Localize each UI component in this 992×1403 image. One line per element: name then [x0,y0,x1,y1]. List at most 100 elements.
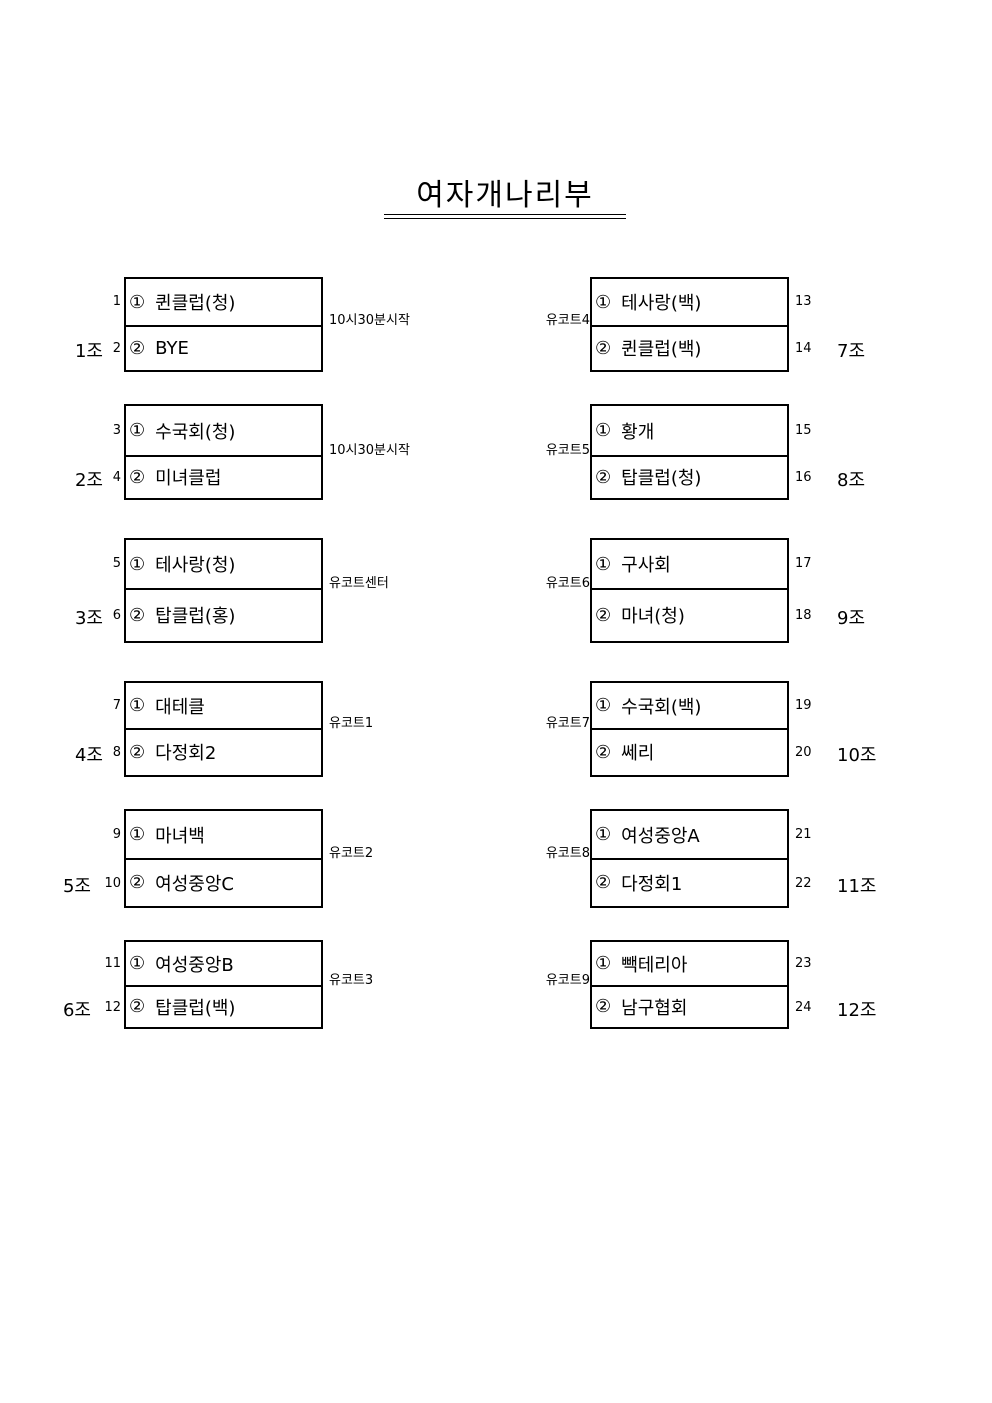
team-name: 여성중앙C [155,873,234,895]
title-underline [384,214,626,215]
team-name: 구사회 [621,555,671,576]
seed-mark: ② [129,872,146,893]
team-slot: ② 쎄리 [592,728,787,774]
seed-mark: ① [595,695,612,716]
group-label: 8조 [837,470,866,491]
seed-mark: ② [129,337,146,359]
seed-number: 1 [112,294,121,309]
seed-number: 13 [795,294,812,309]
group-label: 2조 [74,470,103,491]
title-underline [384,218,626,219]
seed-number: 3 [112,422,121,438]
team-slot: ① 여성중앙A [592,811,787,858]
group-label: 5조 [62,875,91,897]
court-label: 10시30분시작 [329,443,410,458]
court-label: 유코트8 [545,846,590,861]
team-name: 탑클럽(청) [621,468,702,489]
seed-mark: ② [595,604,612,626]
group-label: 7조 [837,341,866,362]
team-name: 미녀클럽 [155,468,222,489]
seed-number: 15 [795,422,812,438]
group-label: 3조 [74,608,103,629]
seed-number: 18 [795,608,812,623]
court-label: 유코트7 [545,716,590,731]
seed-mark: ② [595,741,612,763]
seed-number: 7 [112,697,121,713]
seed-mark: ① [129,824,146,845]
seed-mark: ① [595,824,612,845]
group-label: 9조 [837,608,866,629]
team-slot: ② 탑클럽(청) [592,455,787,497]
seed-mark: ① [595,420,612,441]
seed-mark: ② [595,337,612,359]
team-name: 수국회(청) [155,421,236,443]
match-box-right-4: ① 수국회(백) ② 쎄리 [590,681,789,777]
seed-number: 17 [795,556,812,571]
team-slot: ② 다정회1 [592,858,787,905]
team-name: 마녀(청) [621,606,685,627]
seed-mark: ② [129,604,146,626]
seed-number: 14 [795,341,812,356]
seed-number: 23 [795,955,812,971]
team-name: 다정회1 [621,873,683,895]
seed-number: 16 [795,470,812,485]
team-slot: ① 마녀백 [126,811,321,858]
seed-number: 12 [104,999,121,1015]
team-name: 테사랑(백) [621,293,702,314]
court-label: 유코트2 [329,846,374,861]
group-label: 11조 [837,875,877,897]
seed-mark: ① [129,953,146,974]
seed-mark: ① [129,553,146,575]
team-slot: ① 수국회(백) [592,683,787,728]
seed-mark: ② [595,872,612,893]
seed-mark: ① [595,953,612,974]
team-slot: ② 탑클럽(홍) [126,588,321,640]
team-slot: ② 마녀(청) [592,588,787,640]
court-label: 유코트4 [545,313,590,328]
team-name: 쎄리 [621,743,655,764]
seed-number: 10 [104,875,121,891]
seed-number: 24 [795,999,812,1015]
group-label: 10조 [837,745,877,766]
team-name: 수국회(백) [621,696,702,718]
court-label: 유코트9 [545,973,590,988]
team-name: 대테클 [155,696,205,718]
seed-number: 22 [795,875,812,891]
seed-mark: ② [595,996,612,1017]
seed-mark: ① [129,291,146,313]
group-label: 6조 [62,999,91,1021]
page-title: 여자개나리부 [416,178,594,213]
team-name: 여성중앙A [621,825,700,847]
seed-number: 8 [112,745,121,760]
seed-number: 11 [104,955,121,971]
seed-mark: ② [595,466,612,488]
seed-number: 4 [112,470,121,485]
seed-number: 5 [112,556,121,571]
seed-mark: ② [129,466,146,488]
team-name: 탑클럽(홍) [155,606,236,627]
court-label: 유코트1 [329,716,374,731]
seed-number: 21 [795,826,812,842]
seed-number: 20 [795,745,812,760]
team-name: 마녀백 [155,825,205,847]
court-label: 유코트3 [329,973,374,988]
seed-mark: ② [129,996,146,1017]
court-label: 유코트5 [545,443,590,458]
seed-number: 19 [795,697,812,713]
